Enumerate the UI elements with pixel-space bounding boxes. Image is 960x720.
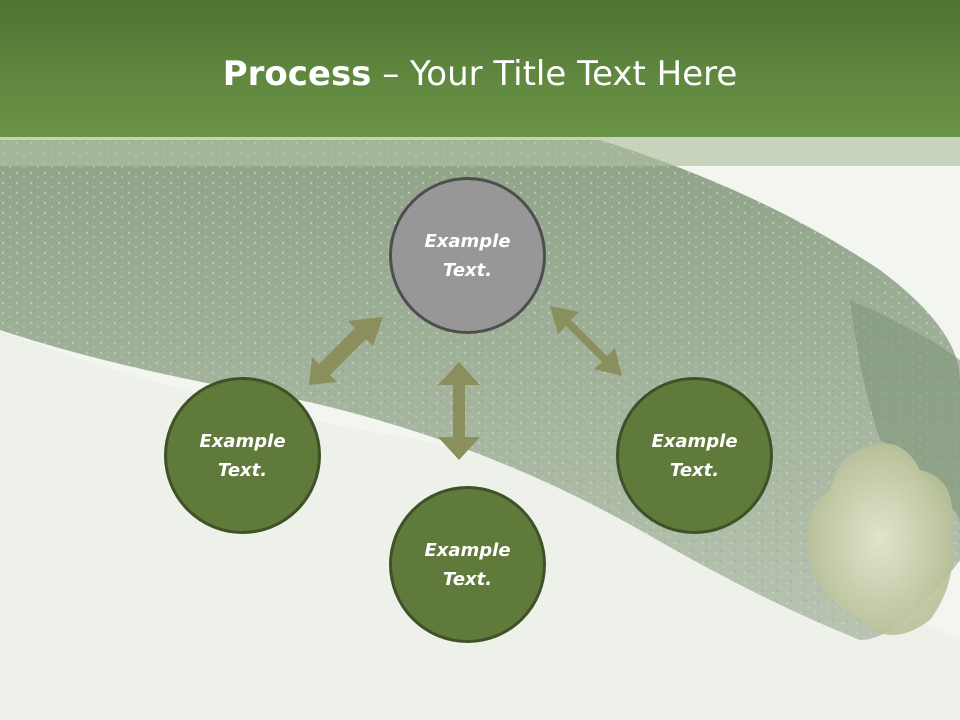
process-node-top[interactable]: Example Text.	[389, 177, 546, 334]
slide-title: Process – Your Title Text Here	[0, 52, 960, 96]
title-rest-part: – Your Title Text Here	[371, 54, 738, 94]
process-node-left-text: Example Text.	[199, 430, 286, 481]
double-arrow-left-diagonal	[309, 317, 383, 385]
title-bar	[0, 0, 960, 137]
process-node-right[interactable]: Example Text.	[616, 377, 773, 534]
double-arrow-right-diagonal	[550, 306, 622, 376]
process-node-top-text: Example Text.	[424, 230, 511, 281]
title-accent-strip	[0, 137, 960, 166]
process-node-bottom[interactable]: Example Text.	[389, 486, 546, 643]
double-arrow-vertical	[438, 362, 480, 460]
title-bold-part: Process	[222, 54, 372, 94]
process-node-right-text: Example Text.	[651, 430, 738, 481]
process-node-left[interactable]: Example Text.	[164, 377, 321, 534]
process-node-bottom-text: Example Text.	[424, 539, 511, 590]
